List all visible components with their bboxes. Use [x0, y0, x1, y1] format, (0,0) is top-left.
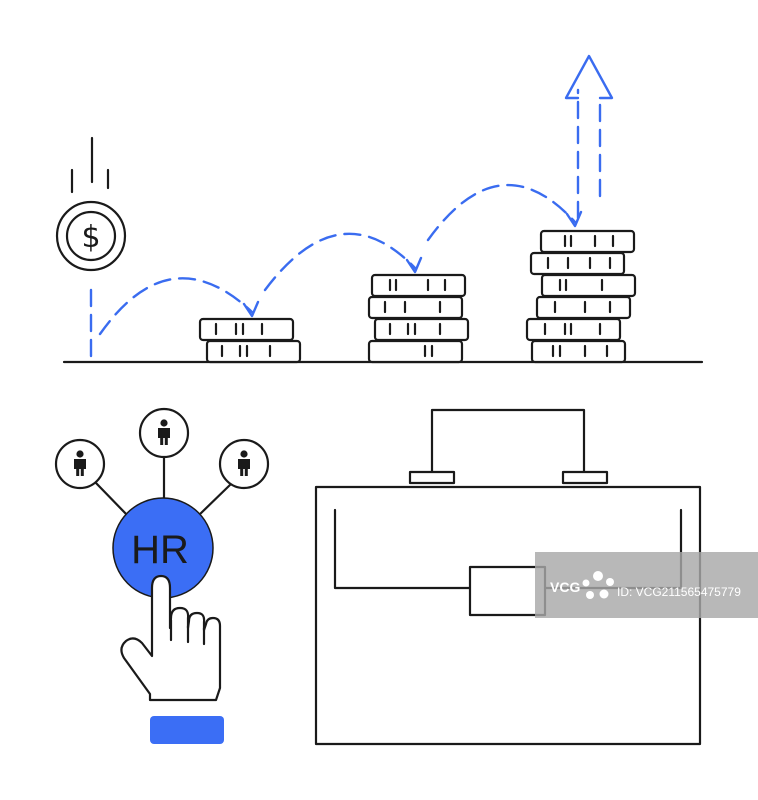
watermark-id: ID: VCG211565475779 — [617, 585, 741, 599]
watermark-logo: VCG — [550, 579, 580, 595]
bounce-path — [89, 183, 583, 358]
hr-network — [54, 407, 270, 518]
watermark: VCG ID: VCG211565475779 — [535, 552, 758, 618]
pointing-hand-icon — [120, 574, 224, 744]
watermark-flower-icon — [582, 571, 614, 599]
falling-coin-icon — [70, 136, 110, 194]
dollar-sign: $ — [81, 220, 100, 255]
dollar-coin-icon: $ — [55, 200, 127, 272]
hr-button-icon: HR — [112, 497, 214, 599]
person-icon — [218, 438, 270, 490]
coin-stack-icon — [525, 229, 637, 364]
person-icon — [54, 438, 106, 490]
growth-arrow-icon — [564, 54, 614, 220]
coin-stack-icon — [198, 317, 302, 364]
hr-label: HR — [131, 528, 189, 572]
sleeve-cuff — [150, 716, 224, 744]
coin-stack-icon — [367, 273, 470, 364]
person-icon — [138, 407, 190, 459]
